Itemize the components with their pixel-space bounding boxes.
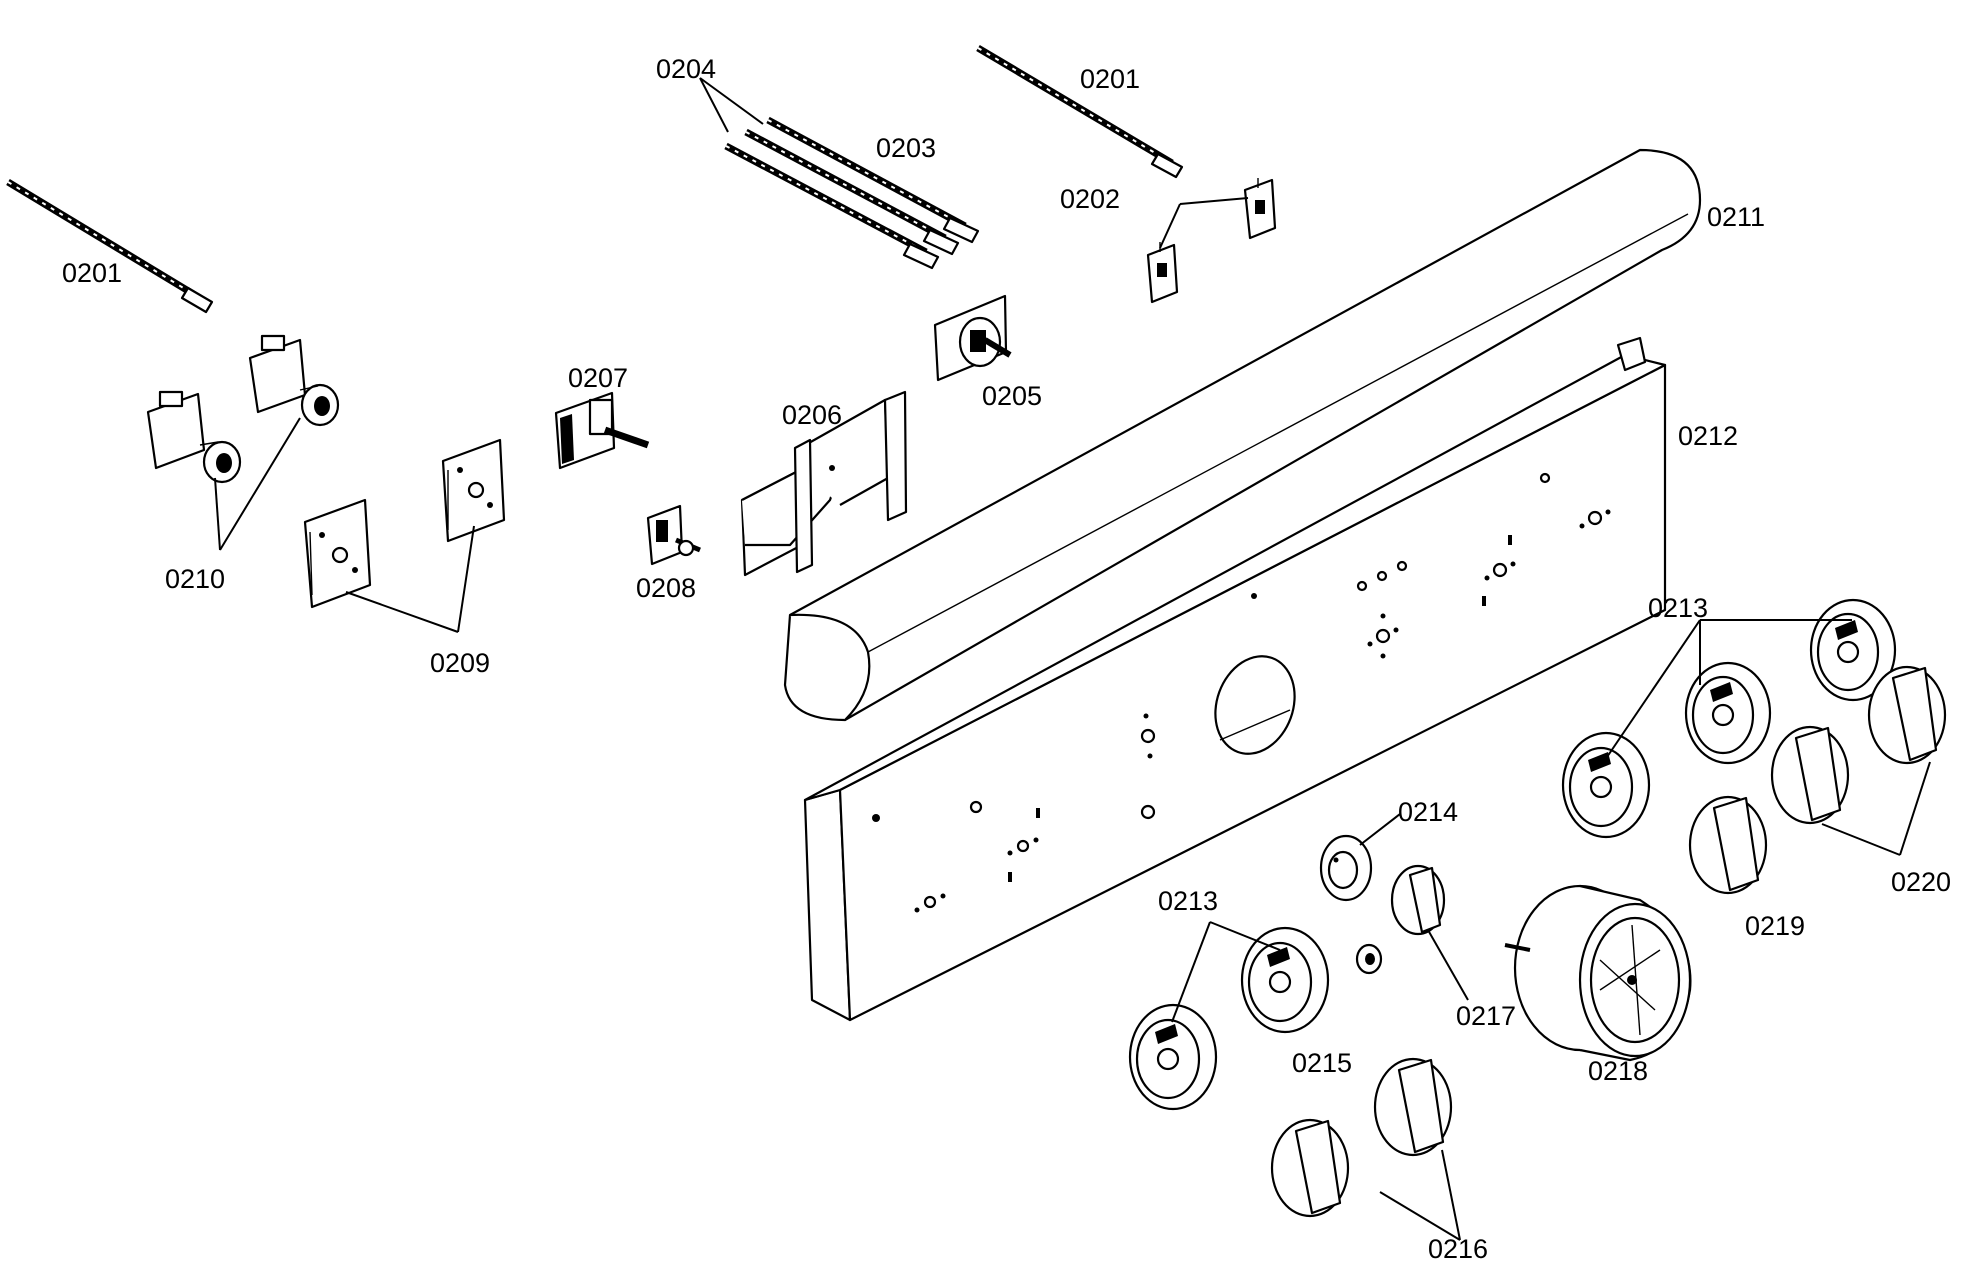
- part-0216-knob-lower: [1270, 1118, 1350, 1218]
- part-0204-tube-upper: [766, 116, 980, 244]
- part-0203-tube: [744, 128, 960, 256]
- callout-0213-left: 0213: [1158, 886, 1218, 916]
- leader-lines: [214, 77, 1931, 1241]
- callout-0207: 0207: [568, 363, 628, 393]
- callout-0201-left: 0201: [62, 258, 122, 288]
- callout-0216: 0216: [1428, 1234, 1488, 1264]
- part-0212-control-panel: [803, 336, 1667, 1022]
- part-0202-switch-upper: [1243, 178, 1277, 240]
- part-0206-bracket: [740, 390, 908, 577]
- part-0215-spacer: [1355, 943, 1383, 975]
- callout-0218: 0218: [1588, 1056, 1648, 1086]
- part-0217-knob-small: [1390, 864, 1446, 936]
- callout-0202: 0202: [1060, 184, 1120, 214]
- callout-0220: 0220: [1891, 867, 1951, 897]
- part-0218-gauge: [1504, 884, 1692, 1062]
- callout-0204: 0204: [656, 54, 716, 84]
- part-0209-control-upper: [441, 438, 506, 543]
- part-0205-thermostat: [933, 294, 1012, 382]
- part-0213-bezel-2: [1684, 661, 1772, 765]
- callout-0212: 0212: [1678, 421, 1738, 451]
- part-0211-trim-bar: [783, 148, 1702, 722]
- part-0213-bezel-5: [1128, 1003, 1218, 1111]
- part-0220-knob-upper: [1867, 665, 1947, 765]
- part-0210-valve-upper: [248, 334, 340, 427]
- part-0209-control-lower: [303, 498, 372, 609]
- part-0201-probe-left: [6, 179, 214, 314]
- part-0201-probe-right: [976, 44, 1184, 179]
- part-0204-tube-lower: [724, 142, 940, 270]
- part-0210-valve-lower: [146, 390, 242, 484]
- callout-0201-right: 0201: [1080, 64, 1140, 94]
- part-0213-bezel-4: [1240, 926, 1330, 1034]
- callout-0214: 0214: [1398, 797, 1458, 827]
- callout-labels: 0201 0201 0202 0203 0204 0205 0206 0207 …: [62, 54, 1951, 1264]
- callout-0203: 0203: [876, 133, 936, 163]
- part-0216-knob-upper: [1373, 1057, 1453, 1157]
- callout-0215: 0215: [1292, 1048, 1352, 1078]
- callout-0217: 0217: [1456, 1001, 1516, 1031]
- callout-0213-right: 0213: [1648, 593, 1708, 623]
- part-0214-bezel-small: [1319, 834, 1373, 902]
- callout-0205: 0205: [982, 381, 1042, 411]
- callout-0211: 0211: [1707, 202, 1765, 232]
- part-0219-knob: [1688, 795, 1768, 895]
- callout-0209: 0209: [430, 648, 490, 678]
- part-0208-toggle-switch: [646, 504, 701, 566]
- callout-0206: 0206: [782, 400, 842, 430]
- part-0202-switch-lower: [1146, 242, 1179, 304]
- part-0213-bezel-1: [1809, 598, 1897, 702]
- callout-0208: 0208: [636, 573, 696, 603]
- callout-0210: 0210: [165, 564, 225, 594]
- part-0213-bezel-3: [1561, 731, 1651, 839]
- part-0220-knob-lower: [1770, 725, 1850, 825]
- callout-0219: 0219: [1745, 911, 1805, 941]
- part-0207-switch: [554, 391, 650, 470]
